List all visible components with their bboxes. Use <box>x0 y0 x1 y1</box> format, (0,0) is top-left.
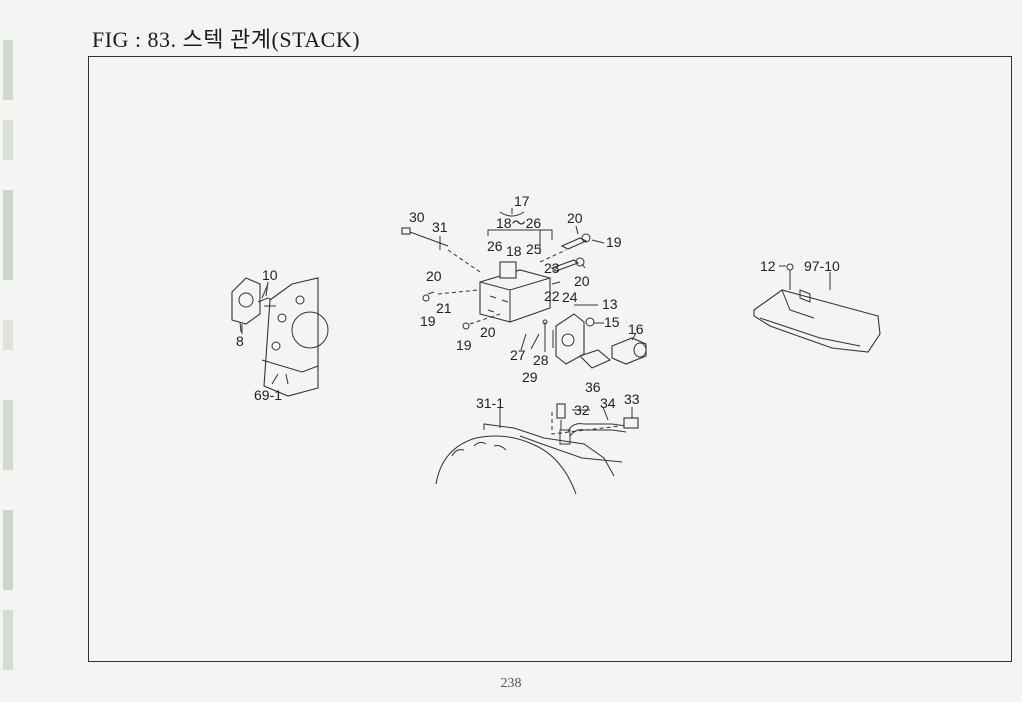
callout-20-mid: 20 <box>574 273 590 289</box>
callout-19-low: 19 <box>456 337 472 353</box>
leader-lines <box>239 225 831 421</box>
cover-plate-drawing <box>753 263 881 353</box>
callout-26: 26 <box>487 238 503 254</box>
callout-97-10: 97-10 <box>804 258 840 274</box>
callout-19-top: 19 <box>606 234 622 250</box>
callout-27: 27 <box>510 347 526 363</box>
callout-19-left: 19 <box>420 313 436 329</box>
page-number: 238 <box>500 676 522 691</box>
callout-25: 25 <box>526 241 542 257</box>
figure-frame <box>88 56 1012 662</box>
engine-pipe-drawing <box>435 403 639 495</box>
flange-housing-drawing <box>231 277 329 397</box>
callout-12: 12 <box>760 258 776 274</box>
binding-edge <box>0 0 20 697</box>
callout-33: 33 <box>624 391 640 407</box>
callout-32: 32 <box>574 402 590 418</box>
callout-17: 17 <box>514 193 530 209</box>
callout-22: 22 <box>544 288 560 304</box>
callout-10: 10 <box>262 267 278 283</box>
callout-20-low: 20 <box>480 324 496 340</box>
callout-24: 24 <box>562 289 578 305</box>
callout-29: 29 <box>522 369 538 385</box>
callout-8: 8 <box>236 333 244 349</box>
callout-28: 28 <box>533 352 549 368</box>
callout-30: 30 <box>409 209 425 225</box>
callout-13: 13 <box>602 296 618 312</box>
callout-18-26: 18～26 <box>496 215 541 231</box>
callout-34: 34 <box>600 395 616 411</box>
callout-15: 15 <box>604 314 620 330</box>
callout-69-1: 69-1 <box>254 387 282 403</box>
valve-block-drawing <box>401 208 647 369</box>
callout-31-1: 31-1 <box>476 395 504 411</box>
page-title: FIG : 83. 스텍 관계(STACK) <box>92 27 361 52</box>
callout-labels: 10 8 69-1 17 18～26 30 31 26 18 25 20 19 … <box>236 193 840 418</box>
callout-16: 16 <box>628 321 644 337</box>
callout-21: 21 <box>436 300 452 316</box>
callout-20-left: 20 <box>426 268 442 284</box>
callout-36: 36 <box>585 379 601 395</box>
callout-31: 31 <box>432 219 448 235</box>
callout-18: 18 <box>506 243 522 259</box>
callout-23: 23 <box>544 260 560 276</box>
callout-20-top: 20 <box>567 210 583 226</box>
